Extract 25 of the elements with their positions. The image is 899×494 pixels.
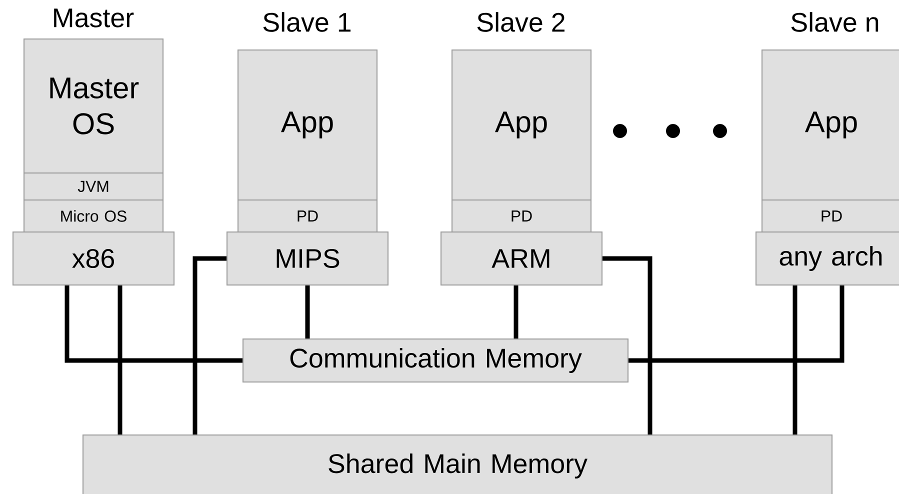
stack-layer-box: PD — [238, 199, 378, 232]
node-label: PD — [822, 210, 842, 222]
connector-line — [192, 256, 226, 434]
column-heading: Slave 2 — [477, 12, 564, 32]
connector-line — [305, 285, 310, 338]
stack-layer-box: PD — [452, 199, 592, 232]
column-heading: Slave 1 — [263, 12, 351, 32]
connector-line — [602, 256, 652, 434]
connector-line — [514, 285, 518, 338]
connector-line — [628, 285, 844, 363]
stack-layer-box: JVM — [24, 172, 164, 200]
connector-line — [792, 285, 798, 434]
processor-box: x86 — [12, 231, 174, 286]
column-heading: Slave n — [791, 12, 878, 32]
column-heading: Master — [54, 8, 134, 28]
processor-box: ARM — [440, 231, 602, 286]
node-label: App — [804, 112, 857, 138]
stack-layer-box: PD — [762, 199, 899, 232]
memory-box: Shared Main Memory — [82, 434, 832, 494]
stack-layer-box: Micro OS — [24, 199, 164, 232]
connector-line — [64, 285, 242, 363]
connector-line — [118, 285, 122, 434]
processor-box: MIPS — [226, 231, 388, 286]
processor-box: any arch — [756, 231, 899, 286]
memory-box: Communication Memory — [242, 338, 628, 382]
